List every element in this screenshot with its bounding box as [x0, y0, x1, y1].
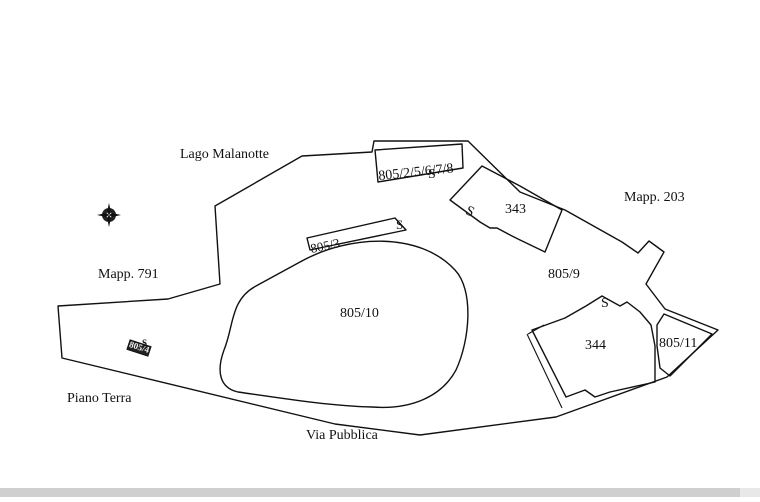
label-piano-terra: Piano Terra: [67, 391, 132, 406]
parcel-805-2: [374, 143, 464, 183]
outer-boundary: [57, 140, 719, 436]
label-805-3: 805/3: [309, 235, 341, 256]
label-344: 344: [585, 338, 606, 353]
strip-805-3: [306, 217, 407, 251]
label-343: 343: [505, 202, 526, 217]
scrollbar-corner: [740, 488, 760, 497]
building-344: [531, 295, 656, 398]
label-via-pubblica: Via Pubblica: [306, 428, 379, 443]
label-805-9: 805/9: [548, 267, 580, 282]
building-343: [449, 165, 563, 253]
label-805-11: 805/11: [659, 336, 697, 351]
inner-boundary: [527, 324, 545, 335]
pond-805-10: [219, 240, 469, 409]
s-mark-805-2: S: [428, 167, 436, 182]
compass-rose-icon: [97, 203, 121, 227]
building-344-outline: [526, 333, 563, 409]
parcel-805-4: 805/4 S: [126, 338, 152, 357]
label-805-10: 805/10: [340, 306, 379, 321]
label-mapp-791: Mapp. 791: [98, 267, 159, 282]
s-mark-805-3: S: [396, 217, 403, 232]
label-lago-malanotte: Lago Malanotte: [180, 147, 269, 162]
parcel-805-11: [656, 313, 713, 377]
s-mark-344: S: [601, 296, 609, 311]
label-mapp-203: Mapp. 203: [624, 190, 685, 205]
label-805-2: 805/2/5/6/7/8: [378, 161, 455, 184]
s-mark-805-4: S: [142, 338, 147, 348]
horizontal-scrollbar[interactable]: [0, 488, 760, 497]
